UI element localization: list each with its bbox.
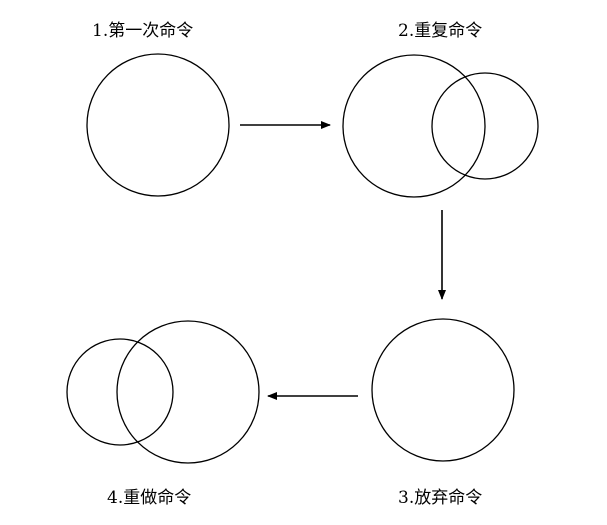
step-2-shapes bbox=[342, 54, 539, 198]
step-4-circle-large bbox=[116, 320, 260, 464]
step-3-shapes bbox=[371, 318, 515, 462]
step-2-circle-large bbox=[342, 54, 486, 198]
step-4-label: 4.重做命令 bbox=[107, 488, 192, 508]
step-1-shapes bbox=[86, 53, 230, 197]
step-3-circle bbox=[371, 318, 515, 462]
step-4-shapes bbox=[66, 320, 260, 464]
step-2-circle-small bbox=[431, 72, 539, 180]
step-1-circle bbox=[86, 53, 230, 197]
step-3-label: 3.放弃命令 bbox=[398, 488, 483, 508]
step-1-label: 1.第一次命令 bbox=[92, 21, 194, 41]
step-4-circle-small bbox=[66, 338, 174, 446]
step-2-label: 2.重复命令 bbox=[398, 21, 483, 41]
